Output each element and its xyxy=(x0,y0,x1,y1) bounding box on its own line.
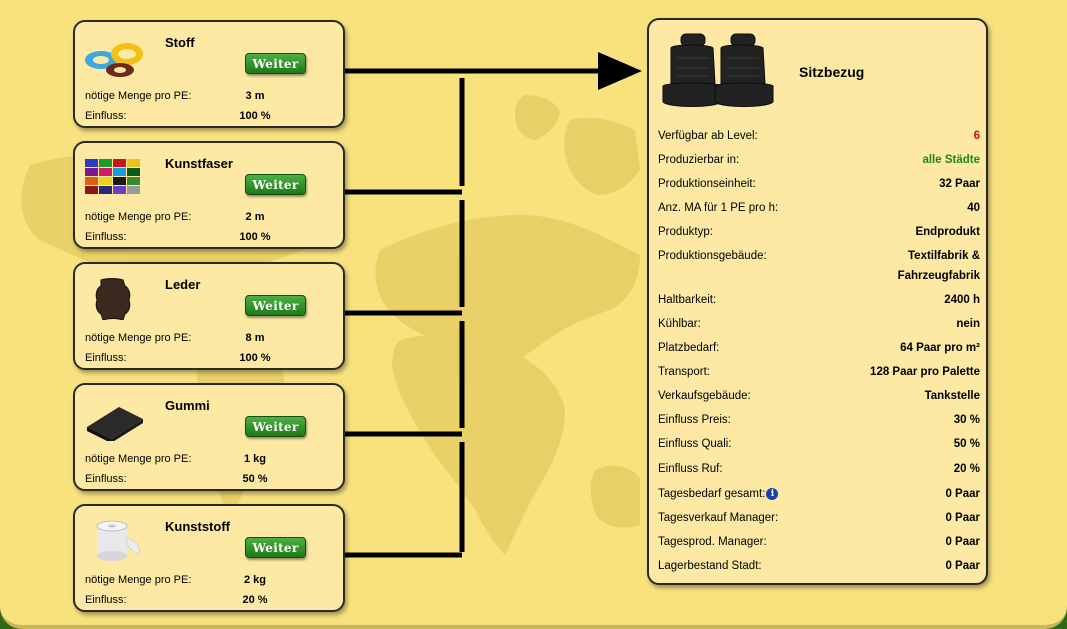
influence-value: 100 % xyxy=(239,352,271,364)
ingredient-card-kunststoff: Kunststoff Weiter nötige Menge pro PE: 2 … xyxy=(73,504,345,612)
detail-value: 50 % xyxy=(953,438,980,450)
plastic-roll-icon xyxy=(96,520,140,561)
weiter-button[interactable]: Weiter xyxy=(245,537,306,558)
amount-label: nötige Menge pro PE: xyxy=(85,211,192,223)
detail-label: Einfluss Quali: xyxy=(658,438,732,450)
influence-value: 100 % xyxy=(239,110,271,122)
ingredient-card-leder: Leder Weiter nötige Menge pro PE: 8 m Ein… xyxy=(73,262,345,370)
amount-value: 8 m xyxy=(245,332,265,344)
amount-label: nötige Menge pro PE: xyxy=(85,574,192,586)
detail-value: Endprodukt xyxy=(915,226,980,238)
detail-value: Fahrzeugfabrik xyxy=(897,270,980,282)
ingredient-name: Stoff xyxy=(165,35,195,50)
detail-label: Produktionseinheit: xyxy=(658,178,756,190)
detail-value: 0 Paar xyxy=(945,560,980,572)
ingredient-name: Kunstfaser xyxy=(165,156,233,171)
product-title: Sitzbezug xyxy=(799,64,865,80)
amount-value: 2 kg xyxy=(243,574,266,586)
detail-label: Lagerbestand Stadt: xyxy=(658,560,762,572)
detail-label: Tagesbedarf gesamt: xyxy=(658,488,766,500)
rubber-sheet-icon xyxy=(87,407,143,441)
influence-label: Einfluss: xyxy=(85,473,127,485)
detail-label: Transport: xyxy=(658,366,710,378)
influence-label: Einfluss: xyxy=(85,110,127,122)
detail-label: Anz. MA für 1 PE pro h: xyxy=(658,202,779,214)
influence-value: 50 % xyxy=(242,473,268,485)
weiter-button[interactable]: Weiter xyxy=(245,295,306,316)
detail-value: 64 Paar pro m² xyxy=(900,342,980,354)
detail-value: 30 % xyxy=(953,414,980,426)
weiter-button[interactable]: Weiter xyxy=(245,53,306,74)
ingredient-name: Leder xyxy=(165,277,201,292)
detail-value: 0 Paar xyxy=(945,536,980,548)
detail-label: Tagesverkauf Manager: xyxy=(658,512,779,524)
detail-value: 2400 h xyxy=(944,294,980,306)
ingredient-card-stoff: Stoff Weiter nötige Menge pro PE: 3 m Ein… xyxy=(73,20,345,128)
detail-value: 32 Paar xyxy=(939,178,980,190)
amount-label: nötige Menge pro PE: xyxy=(85,332,192,344)
detail-value: 0 Paar xyxy=(945,488,980,500)
amount-value: 1 kg xyxy=(243,453,266,465)
detail-value: 128 Paar pro Palette xyxy=(870,366,980,378)
influence-label: Einfluss: xyxy=(85,231,127,243)
influence-value: 100 % xyxy=(239,231,271,243)
detail-label: Verfügbar ab Level: xyxy=(658,130,758,142)
detail-label: Tagesprod. Manager: xyxy=(658,536,767,548)
amount-value: 3 m xyxy=(245,90,265,102)
detail-value: 20 % xyxy=(953,463,980,475)
detail-label: Produzierbar in: xyxy=(658,154,740,166)
ingredient-card-gummi: Gummi Weiter nötige Menge pro PE: 1 kg Ei… xyxy=(73,383,345,491)
weiter-button[interactable]: Weiter xyxy=(245,416,306,437)
info-icon[interactable]: i xyxy=(766,488,779,500)
amount-label: nötige Menge pro PE: xyxy=(85,90,192,102)
detail-label: Platzbedarf: xyxy=(658,342,720,354)
amount-value: 2 m xyxy=(245,211,265,223)
product-card: Sitzbezug Verfügbar ab Level: 6 Produzier… xyxy=(647,18,988,585)
detail-label: Einfluss Preis: xyxy=(658,414,731,426)
detail-value: 6 xyxy=(973,130,980,142)
ingredient-card-kunstfaser: Kunstfaser Weiter nötige Menge pro PE: 2 … xyxy=(73,141,345,249)
thread-spools-icon xyxy=(85,159,140,194)
ingredient-name: Kunststoff xyxy=(165,519,230,534)
detail-label: Haltbarkeit: xyxy=(658,294,717,306)
fabric-rolls-icon xyxy=(85,43,143,77)
detail-value: Textilfabrik & xyxy=(908,250,980,262)
detail-label: Produktyp: xyxy=(658,226,713,238)
weiter-button[interactable]: Weiter xyxy=(245,174,306,195)
detail-label: Produktionsgebäude: xyxy=(658,250,767,262)
amount-label: nötige Menge pro PE: xyxy=(85,453,192,465)
arrow-head-icon xyxy=(598,52,642,90)
detail-value: 40 xyxy=(967,202,980,214)
ingredient-name: Gummi xyxy=(165,398,210,413)
influence-label: Einfluss: xyxy=(85,352,127,364)
detail-value: alle Städte xyxy=(922,154,980,166)
detail-label: Verkaufsgebäude: xyxy=(658,390,751,402)
car-seat-covers-icon xyxy=(662,33,774,107)
influence-label: Einfluss: xyxy=(85,594,127,606)
leather-hide-icon xyxy=(95,278,131,320)
detail-value: 0 Paar xyxy=(945,512,980,524)
influence-value: 20 % xyxy=(242,594,268,606)
detail-label: Kühlbar: xyxy=(658,318,701,330)
detail-value: nein xyxy=(956,318,980,330)
detail-value: Tankstelle xyxy=(924,390,980,402)
detail-label: Einfluss Ruf: xyxy=(658,463,723,475)
